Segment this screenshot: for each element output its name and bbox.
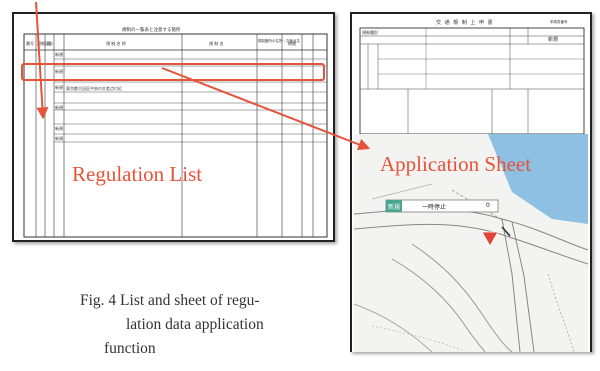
row-label: 新規 <box>55 136 63 141</box>
form-left-label: 規制種別 <box>362 30 378 35</box>
arrow-to-sheet <box>161 67 371 151</box>
application-sheet-label: Application Sheet <box>380 152 532 176</box>
map-water <box>488 134 588 224</box>
regulation-list-sheet: 規制の一覧表と注意する箇所 番号 規制区分 種 規 制 名 称 規 制 名 規制… <box>12 12 335 242</box>
caption-line-3: function <box>104 340 156 357</box>
caption-line-1: Fig. 4 List and sheet of regu- <box>80 292 260 309</box>
header-regulation: 規 制 名 <box>209 41 224 46</box>
regulation-list-title: 規制の一覧表と注意する箇所 <box>122 28 181 33</box>
application-sheet-top-right: 申請書番号 <box>550 20 568 24</box>
regulation-list-grid <box>23 33 328 238</box>
figure-caption: Fig. 4 List and sheet of regu- lation da… <box>80 289 264 361</box>
header-category: 規制区分 <box>37 41 53 46</box>
row-label: 新規 <box>55 126 63 131</box>
header-regulation-name: 規 制 名 称 <box>106 41 126 46</box>
map-text: 一時停止 <box>422 204 447 211</box>
regulation-list-label: Regulation List <box>72 162 203 186</box>
header-period: 期間 <box>288 41 296 46</box>
row-label: 新規 <box>55 85 63 90</box>
row-label: 新規 <box>55 69 63 74</box>
stop-sign-icon <box>481 231 499 247</box>
caption-line-2: lation data application <box>126 316 264 333</box>
row-label: 新規 <box>55 52 63 57</box>
map-number: 0 <box>486 202 490 209</box>
highlight-row-text: 東京都大田区中央の交差点付近 <box>66 86 122 91</box>
highlight-row-box <box>21 63 325 81</box>
application-sheet-title: 交 通 規 制 上 申 書 <box>436 20 494 26</box>
form-right-value: 新規 <box>548 37 559 43</box>
application-form-grid <box>353 27 589 352</box>
row-label: 新規 <box>55 105 63 110</box>
application-sheet: 交 通 規 制 上 申 書 申請書番号 <box>350 12 592 352</box>
header-kind: 種 <box>47 41 51 46</box>
header-number: 番号 <box>26 41 34 46</box>
arrow-down <box>35 1 49 120</box>
map-tag: 新規 <box>388 204 401 211</box>
header-location: 規制箇所の住所・交差点名 <box>258 39 300 43</box>
